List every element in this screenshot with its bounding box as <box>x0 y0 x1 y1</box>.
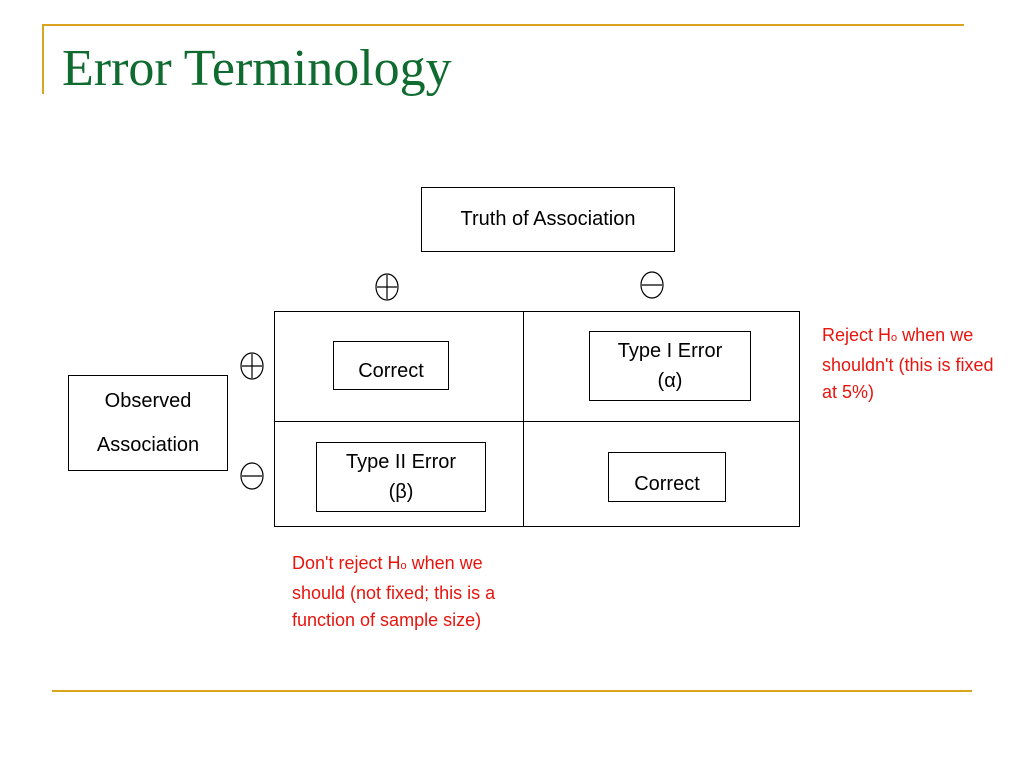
observed-association-box: Observed Association <box>68 375 228 471</box>
type-one-error-label: Type I Error <box>617 340 723 362</box>
matrix-horizontal-divider <box>274 421 800 422</box>
error-matrix <box>274 311 800 527</box>
cell-type-one-error: Type I Error (α) <box>589 331 751 401</box>
observed-label: Observed <box>104 390 192 412</box>
reject-h0-note: Reject Ho when we shouldn't (this is fix… <box>822 325 994 402</box>
truth-minus-icon <box>640 271 664 299</box>
type-two-error-label: Type II Error <box>345 451 457 473</box>
slide-title: Error Terminology <box>62 40 452 97</box>
cell-type-two-error: Type II Error (β) <box>316 442 486 512</box>
association-label: Association <box>96 434 200 456</box>
observed-minus-icon <box>240 462 264 490</box>
cell-bottom-right-correct: Correct <box>608 452 726 502</box>
matrix-vertical-divider <box>523 311 524 527</box>
left-rule <box>42 24 44 94</box>
alpha-label: (α) <box>657 370 683 392</box>
truth-of-association-box: Truth of Association <box>421 187 675 252</box>
truth-of-association-label: Truth of Association <box>460 208 636 230</box>
dont-reject-h0-note: Don't reject Ho when we should (not fixe… <box>292 553 496 630</box>
bottom-rule <box>52 690 972 692</box>
cell-bottom-right-label: Correct <box>634 472 700 495</box>
cell-top-left-label: Correct <box>358 360 424 382</box>
observed-plus-icon <box>240 352 264 380</box>
beta-label: (β) <box>388 481 414 503</box>
truth-plus-icon <box>375 273 399 301</box>
top-rule <box>42 24 964 26</box>
cell-top-left-correct: Correct <box>333 341 449 390</box>
